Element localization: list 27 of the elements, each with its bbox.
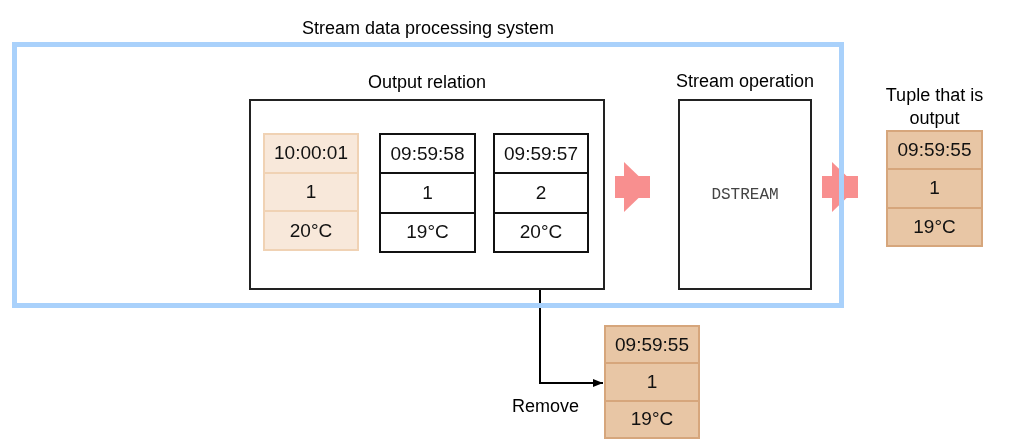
temperature-text: 20°C: [265, 210, 357, 249]
tuple-card: [604, 325, 700, 439]
temperature-text: 19°C: [381, 211, 474, 251]
heading-label: Output relation: [366, 71, 488, 94]
temperature-text: 19°C: [606, 399, 698, 437]
tuple-card: [379, 133, 476, 253]
tuple-card: [263, 133, 359, 251]
timestamp-text: 09:59:55: [896, 138, 973, 163]
count-text: 1: [606, 362, 698, 400]
temperature-text: 19°C: [888, 206, 981, 245]
count-text: 1: [381, 172, 474, 212]
heading-label: Tuple that is output: [884, 84, 985, 129]
count-text: 1: [888, 168, 981, 207]
block-arrow: [615, 162, 650, 212]
timestamp-text: 09:59:57: [503, 141, 579, 166]
timestamp-text: 10:00:01: [273, 141, 349, 166]
count-text: 2: [495, 172, 587, 212]
heading-label: Stream data processing system: [300, 17, 556, 40]
temperature-text: 20°C: [495, 211, 587, 251]
count-text: 1: [265, 171, 357, 211]
block-arrow: [822, 162, 858, 212]
timestamp-text: 09:59:58: [389, 141, 466, 166]
tuple-card: [493, 133, 589, 253]
operation-text: DSTREAM: [711, 185, 779, 204]
arrow: [539, 289, 604, 387]
timestamp-text: 09:59:55: [614, 332, 690, 357]
heading-label: Stream operation: [674, 70, 816, 93]
